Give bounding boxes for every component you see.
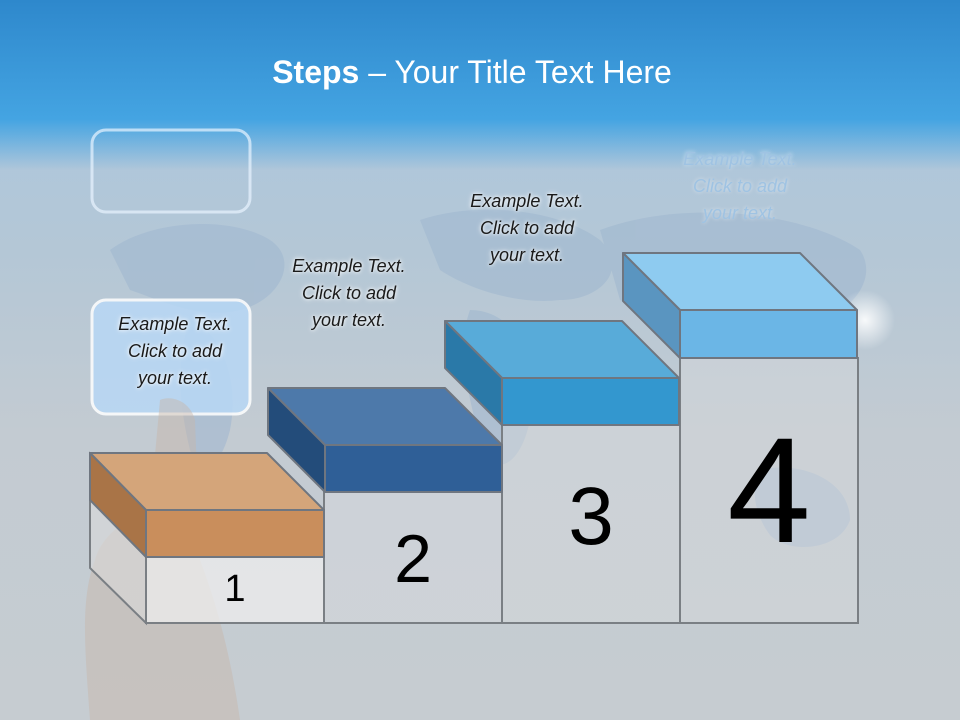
caption-line: Click to add <box>301 283 397 303</box>
step-3-caption[interactable]: Example Text. Click to add your text. <box>442 188 612 269</box>
block-1-front <box>145 509 325 558</box>
slide-title[interactable]: Steps – Your Title Text Here <box>0 54 944 91</box>
step-1-number: 1 <box>224 568 246 610</box>
caption-line: Example Text. <box>683 149 797 169</box>
caption-line: your text. <box>489 245 565 265</box>
title-bold: Steps <box>272 54 360 90</box>
step-4-number: 4 <box>727 406 811 574</box>
caption-line: Click to add <box>692 176 788 196</box>
caption-line: Example Text. <box>470 191 584 211</box>
glow-button <box>90 298 252 416</box>
block-2-front <box>324 444 503 493</box>
column-4 <box>679 357 859 624</box>
step-4-caption[interactable]: Example Text. Click to add your text. <box>655 146 825 227</box>
caption-line: your text. <box>137 368 213 388</box>
title-rest: – Your Title Text Here <box>359 54 672 90</box>
step-2-caption[interactable]: Example Text. Click to add your text. <box>264 253 434 334</box>
step-2-number: 2 <box>394 521 432 597</box>
caption-line: your text. <box>702 203 778 223</box>
podium <box>89 357 859 626</box>
caption-line: Click to add <box>479 218 575 238</box>
step-1-caption[interactable]: Example Text. Click to add your text. <box>90 311 260 392</box>
caption-line: Example Text. <box>292 256 406 276</box>
block-4-front <box>679 309 858 359</box>
glow-button-top <box>90 128 252 214</box>
title-banner <box>0 0 960 170</box>
block-3-front <box>501 377 680 426</box>
caption-line: Example Text. <box>118 314 232 334</box>
caption-line: Click to add <box>127 341 223 361</box>
step-3-number: 3 <box>568 471 614 562</box>
caption-line: your text. <box>311 310 387 330</box>
